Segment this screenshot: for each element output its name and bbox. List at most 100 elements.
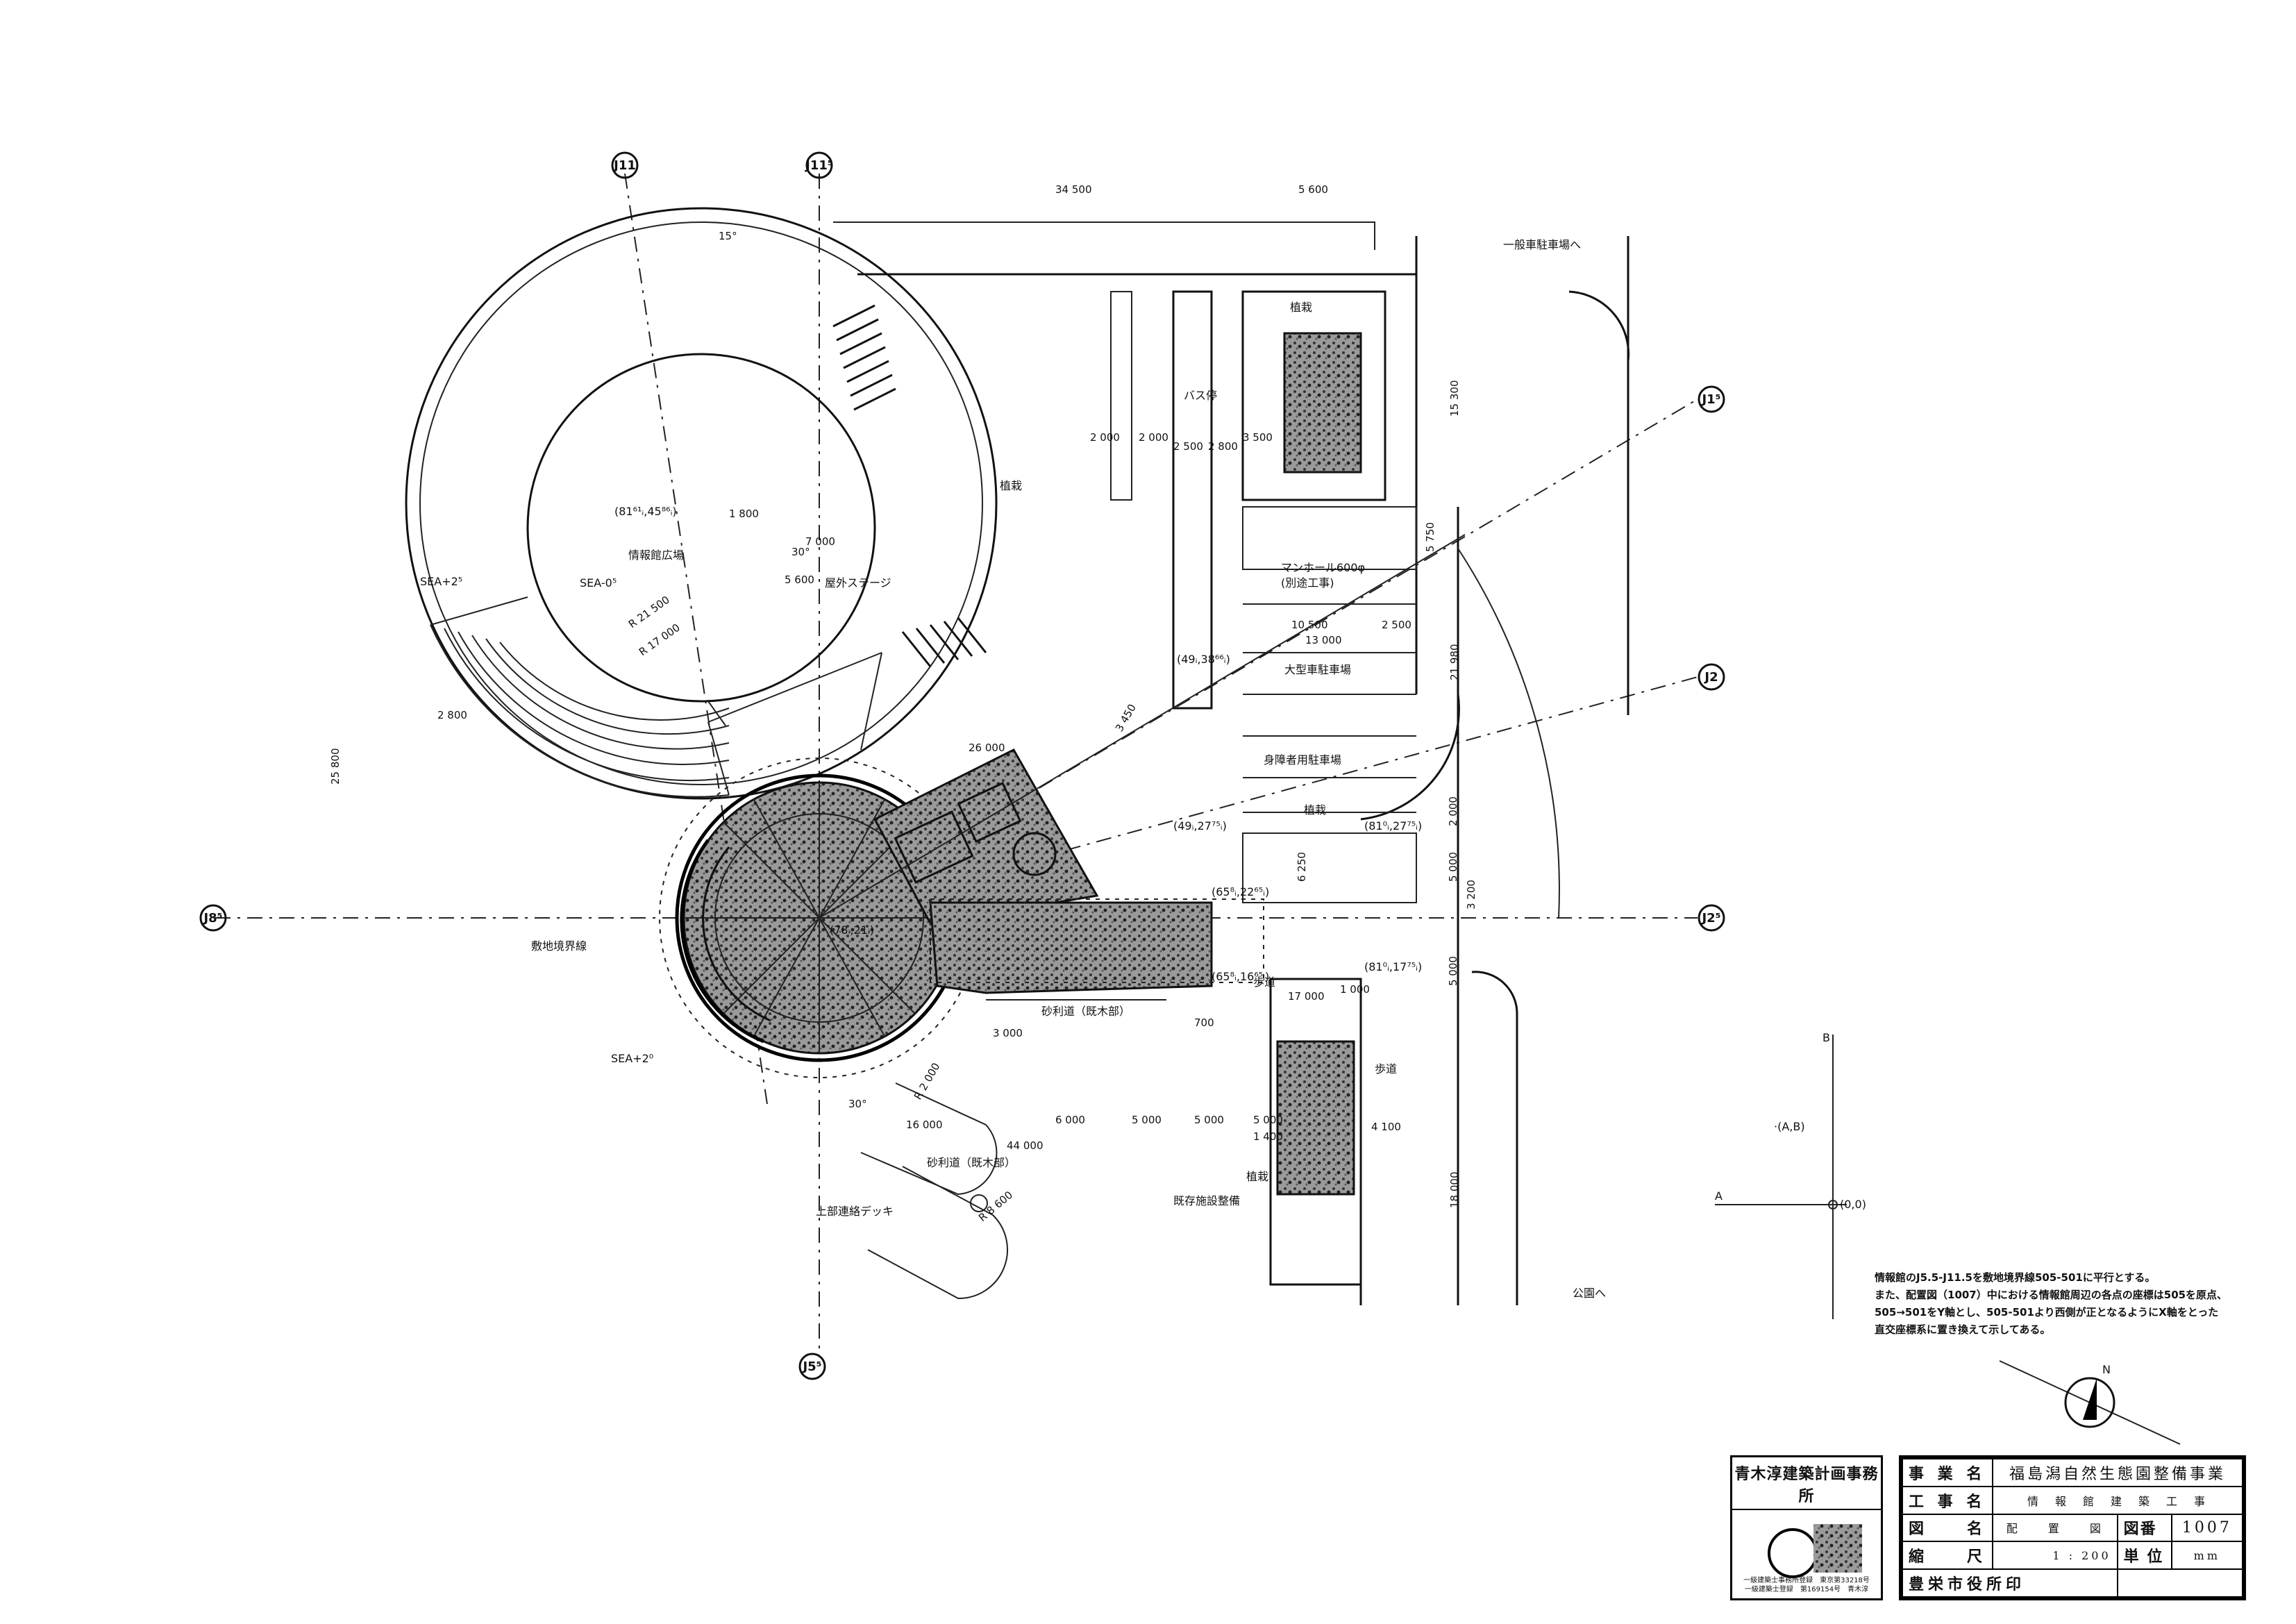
site-angle-arcs [819,534,1560,919]
dim-15300: 15 300 [1448,380,1461,417]
dim-5600: 5 600 [1298,183,1328,196]
label-coord8: (65⁸ᵢ,16⁶⁵ᵢ) [1212,970,1269,983]
dim-6250: 6 250 [1296,852,1308,882]
axis-label-origin: (0,0) [1840,1198,1866,1211]
label-sidewalk1: 歩道 [1253,976,1275,989]
dim-5000c: 5 000 [1132,1114,1162,1126]
axis-label-a: A [1715,1189,1723,1203]
label-sea-b: SEA+2⁰ [611,1052,653,1065]
dim-3000: 3 000 [993,1027,1023,1039]
label-coord3: (49ᵢ,27⁷⁵ᵢ) [1173,819,1227,832]
stairs-upper [832,304,896,411]
dim-1800: 1 800 [729,508,759,520]
dim-13000: 13 000 [1305,634,1342,646]
grid-label-j25: J2⁵ [1700,911,1720,926]
grid-bubble-j11: J11 [611,151,639,179]
grid-label-j15: J1⁵ [1700,392,1720,407]
grid-bubble-j115: J11⁵ [804,151,833,179]
unit-key: 単 位 [2116,1541,2172,1571]
north-label: N [2102,1363,2111,1376]
title-row-office: 豊栄市役所印 [1902,1568,2244,1598]
dim-26000: 26 000 [969,742,1005,754]
title-row-scale: 縮 尺 1 : 200 単 位 mm [1901,1541,2244,1571]
label-boundary: 敷地境界線 [531,939,587,953]
dim-7000: 7 000 [805,535,835,548]
label-sidewalk2: 歩道 [1375,1062,1397,1075]
label-sea-a: SEA+2⁵ [420,575,462,588]
label-coord6: (65⁸ᵢ,22⁶⁵ᵢ) [1212,885,1269,898]
parking-area [833,221,1630,1305]
project-key: 事 業 名 [1901,1458,1994,1487]
label-planting4: 植栽 [1246,1170,1268,1183]
dim-21500: R 21 500 [626,594,672,631]
label-large-parking: 大型車駐車場 [1284,663,1351,676]
grid-label-j11: J11 [612,158,636,173]
firm-logo [1768,1524,1862,1578]
dim-10500: 10 500 [1291,619,1328,631]
firm-name: 青木淳建築計画事務所 [1732,1462,1881,1510]
label-coord2: (49ᵢ,38⁶⁶ᵢ) [1177,653,1230,666]
north-arrow: N [1999,1360,2181,1445]
dim-25800: 25 800 [329,748,342,785]
label-coord5: (78ᵢ,21ᵢ) [830,923,874,937]
dim-3450: 3 450 [1113,702,1139,734]
dim-2000c: 2 000 [1447,796,1459,826]
annotation-labels: 情報館広場 屋外ステージ (81⁶¹ᵢ,45⁸⁶ᵢ) SEA-0⁵ SEA+2⁵… [420,238,1606,1300]
dim-5750: 5 750 [1424,522,1436,552]
dim-2000a: 2 000 [1090,431,1120,444]
dim-3500: 3 500 [1243,431,1273,444]
dim-5000e: 5 000 [1253,1114,1283,1126]
dim-5000a: 5 000 [1447,852,1459,882]
label-bus-stop: バス停 [1184,389,1217,402]
grid-label-j85: J8⁵ [202,911,222,926]
architect-stamp: 青木淳建築計画事務所 一級建築士事務所登録 東京第33218号 一級建築士登録 … [1730,1455,1883,1600]
grid-bubble-j2: J2 [1698,663,1725,691]
dim-21980: 21 980 [1448,644,1461,681]
label-planting3: 植栽 [1304,803,1326,817]
label-slope2: 砂利道（既木部） [927,1156,1016,1169]
dim-17000b: 17 000 [1288,990,1325,1003]
dim-5600b: 5 600 [785,574,814,586]
label-planting2: 植栽 [1000,479,1022,492]
unit-value: mm [2170,1541,2244,1571]
grid-label-j55: J5⁵ [801,1359,821,1374]
dim-r2000: R 2 000 [912,1061,943,1102]
dim-1000: 1 000 [1340,983,1370,996]
grid-bubble-j15: J1⁵ [1698,385,1725,413]
dim-2800a: 2 800 [437,709,467,721]
grid-bubble-j25: J2⁵ [1698,904,1725,932]
label-coord7: (81⁰ᵢ,17⁷⁵ᵢ) [1364,960,1422,973]
firm-reg-line1: 一級建築士事務所登録 東京第33218号 [1743,1577,1870,1584]
label-info-plaza: 情報館広場 [628,549,684,562]
grid-bubble-j85: J8⁵ [199,904,227,932]
dim-44000: 44 000 [1007,1139,1044,1152]
firm-registration: 一級建築士事務所登録 東京第33218号 一級建築士登録 第169154号 青木… [1732,1576,1881,1594]
dim-2500b: 2 500 [1382,619,1411,631]
title-row-drawing: 図 名 配 置 図 図番 1007 [1901,1513,2244,1543]
corridor-deck [929,898,1264,1001]
dim-18000: 18 000 [1448,1172,1461,1209]
grid-bubble-j55: J5⁵ [798,1353,826,1380]
coordinate-note: 情報館のJ5.5-J11.5を敷地境界線505-501に平行とする。 また、配置… [1875,1269,2263,1339]
dim-15deg: 15° [719,230,737,242]
office-key: 豊栄市役所印 [1902,1568,2118,1598]
label-sea-o: SEA-0⁵ [580,576,617,589]
dim-5000d: 5 000 [1194,1114,1224,1126]
firm-reg-line2: 一級建築士登録 第169154号 青木淳 [1744,1586,1869,1593]
label-manhole: マンホール600φ [1281,561,1365,574]
label-manhole-sub: (別途工事) [1281,576,1334,589]
drawing-key: 図 名 [1901,1513,1994,1543]
project-value: 福島潟自然生態園整備事業 [1992,1458,2243,1487]
dim-1400: 1 400 [1253,1130,1283,1143]
note-line-4: 直交座標系に置き換えて示してある。 [1875,1323,2051,1336]
info-hall-wing [873,748,1099,925]
stairs-lower [901,617,987,667]
dim-2500a: 2 500 [1173,440,1203,453]
label-outdoor-stage: 屋外ステージ [825,576,891,589]
drawing-value: 配 置 図 [1992,1513,2118,1543]
dim-4100: 4 100 [1371,1121,1401,1133]
dim-700: 700 [1194,1016,1214,1029]
dim-30deg: 30° [791,546,810,558]
grid-label-j115: J11⁵ [804,158,833,173]
